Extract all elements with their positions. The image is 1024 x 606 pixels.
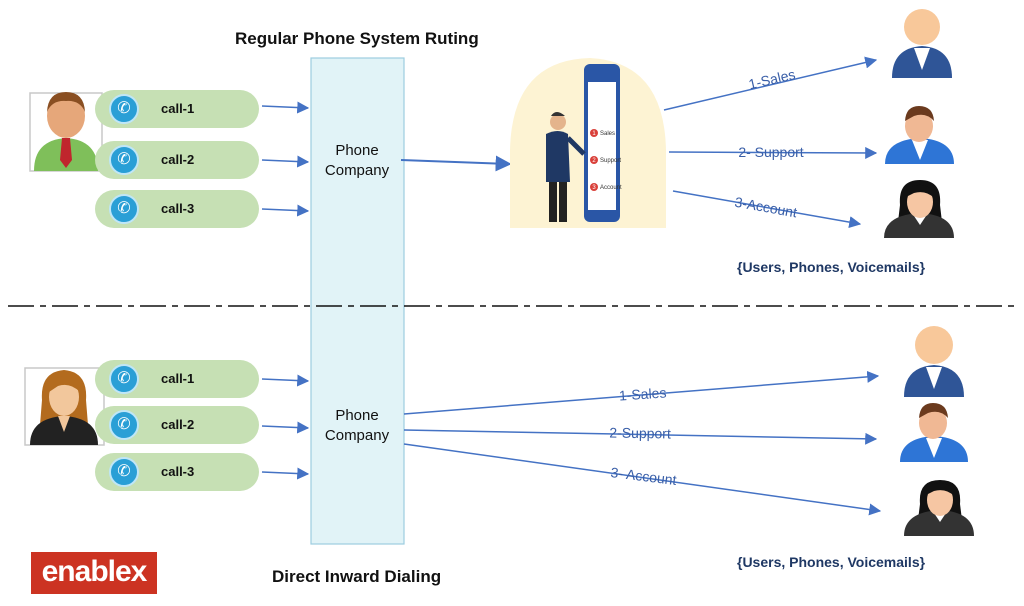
phone-company-label-bottom: Phone Company: [307, 406, 407, 446]
phone-icon: ✆: [109, 145, 139, 175]
route-bottom-sales: [403, 370, 880, 415]
bottom-section-title: Direct Inward Dialing: [272, 567, 442, 586]
route-top-sales: [663, 56, 878, 111]
arrow-company-ivr: [400, 155, 512, 172]
arrow-call3-bottom: [261, 467, 310, 480]
arrow-call3-top: [261, 204, 310, 217]
route-top-support: [668, 146, 878, 159]
phone-company-label-top: Phone Company: [307, 141, 407, 181]
ivr-menu-label-3: Account: [600, 185, 622, 191]
male-agent-icon: [892, 9, 952, 78]
call-pill-top-2: ✆ call-2: [95, 141, 259, 179]
arrow-call1-top: [261, 101, 310, 114]
phone-icon: ✆: [109, 457, 139, 487]
route-bottom-support: [403, 429, 878, 445]
female-caller-icon: [24, 367, 105, 446]
male-caller-icon: [29, 92, 103, 172]
ivr-menu-num-1: 1: [592, 131, 596, 137]
top-section-title: Regular Phone System Ruting: [235, 29, 479, 48]
call-label: call-1: [161, 371, 195, 386]
call-label: call-3: [161, 464, 195, 479]
ivr-phone-icon: IVR 1 Sales 2 Support 3 Account: [510, 58, 666, 228]
male-agent-icon-bottom: [904, 326, 964, 397]
arrow-call1-bottom: [261, 374, 310, 387]
ivr-menu-num-3: 3: [592, 185, 596, 191]
users-brace-bottom: {Users, Phones, Voicemails}: [737, 554, 926, 570]
call-pill-top-3: ✆ call-3: [95, 190, 259, 228]
route-top-support-label: 2- Support: [738, 144, 803, 160]
call-pill-top-1: ✆ call-1: [95, 90, 259, 128]
support-agent-icon: [885, 106, 954, 164]
enablex-logo: enablex: [31, 552, 157, 594]
route-top-account: [672, 190, 862, 229]
users-brace-top: {Users, Phones, Voicemails}: [737, 259, 926, 275]
support-agent-icon-bottom: [900, 403, 968, 462]
route-top-account-label: 3-Account: [733, 194, 798, 221]
phone-icon: ✆: [109, 194, 139, 224]
route-top-sales-label: 1-Sales: [747, 66, 797, 92]
ivr-menu-label-2: Support: [600, 158, 621, 164]
arrow-call2-bottom: [261, 421, 310, 434]
call-pill-bottom-3: ✆ call-3: [95, 453, 259, 491]
route-bottom-sales-label: 1-Sales: [618, 384, 666, 403]
female-agent-icon: [884, 180, 954, 238]
phone-company-line2-top: Company: [324, 162, 390, 179]
call-label: call-1: [161, 101, 195, 116]
ivr-menu-num-2: 2: [592, 158, 596, 164]
ivr-menu-label-1: Sales: [600, 131, 615, 137]
call-pill-bottom-2: ✆ call-2: [95, 406, 259, 444]
route-bottom-account: [403, 443, 882, 516]
call-label: call-2: [161, 152, 195, 167]
phone-icon: ✆: [109, 410, 139, 440]
phone-company-line2-bottom: Company: [324, 427, 390, 444]
arrow-call2-top: [261, 155, 310, 168]
female-agent-icon-bottom: [904, 480, 974, 536]
ivr-title: IVR: [589, 91, 616, 108]
phone-icon: ✆: [109, 364, 139, 394]
phone-company-box: [310, 57, 405, 545]
call-label: call-3: [161, 201, 195, 216]
call-pill-bottom-1: ✆ call-1: [95, 360, 259, 398]
call-label: call-2: [161, 417, 195, 432]
route-bottom-support-label: 2-Support: [609, 424, 671, 441]
phone-company-line1-top: Phone: [335, 142, 379, 159]
route-bottom-account-label: 3- Account: [610, 464, 678, 488]
phone-company-line1-bottom: Phone: [335, 407, 379, 424]
phone-icon: ✆: [109, 94, 139, 124]
